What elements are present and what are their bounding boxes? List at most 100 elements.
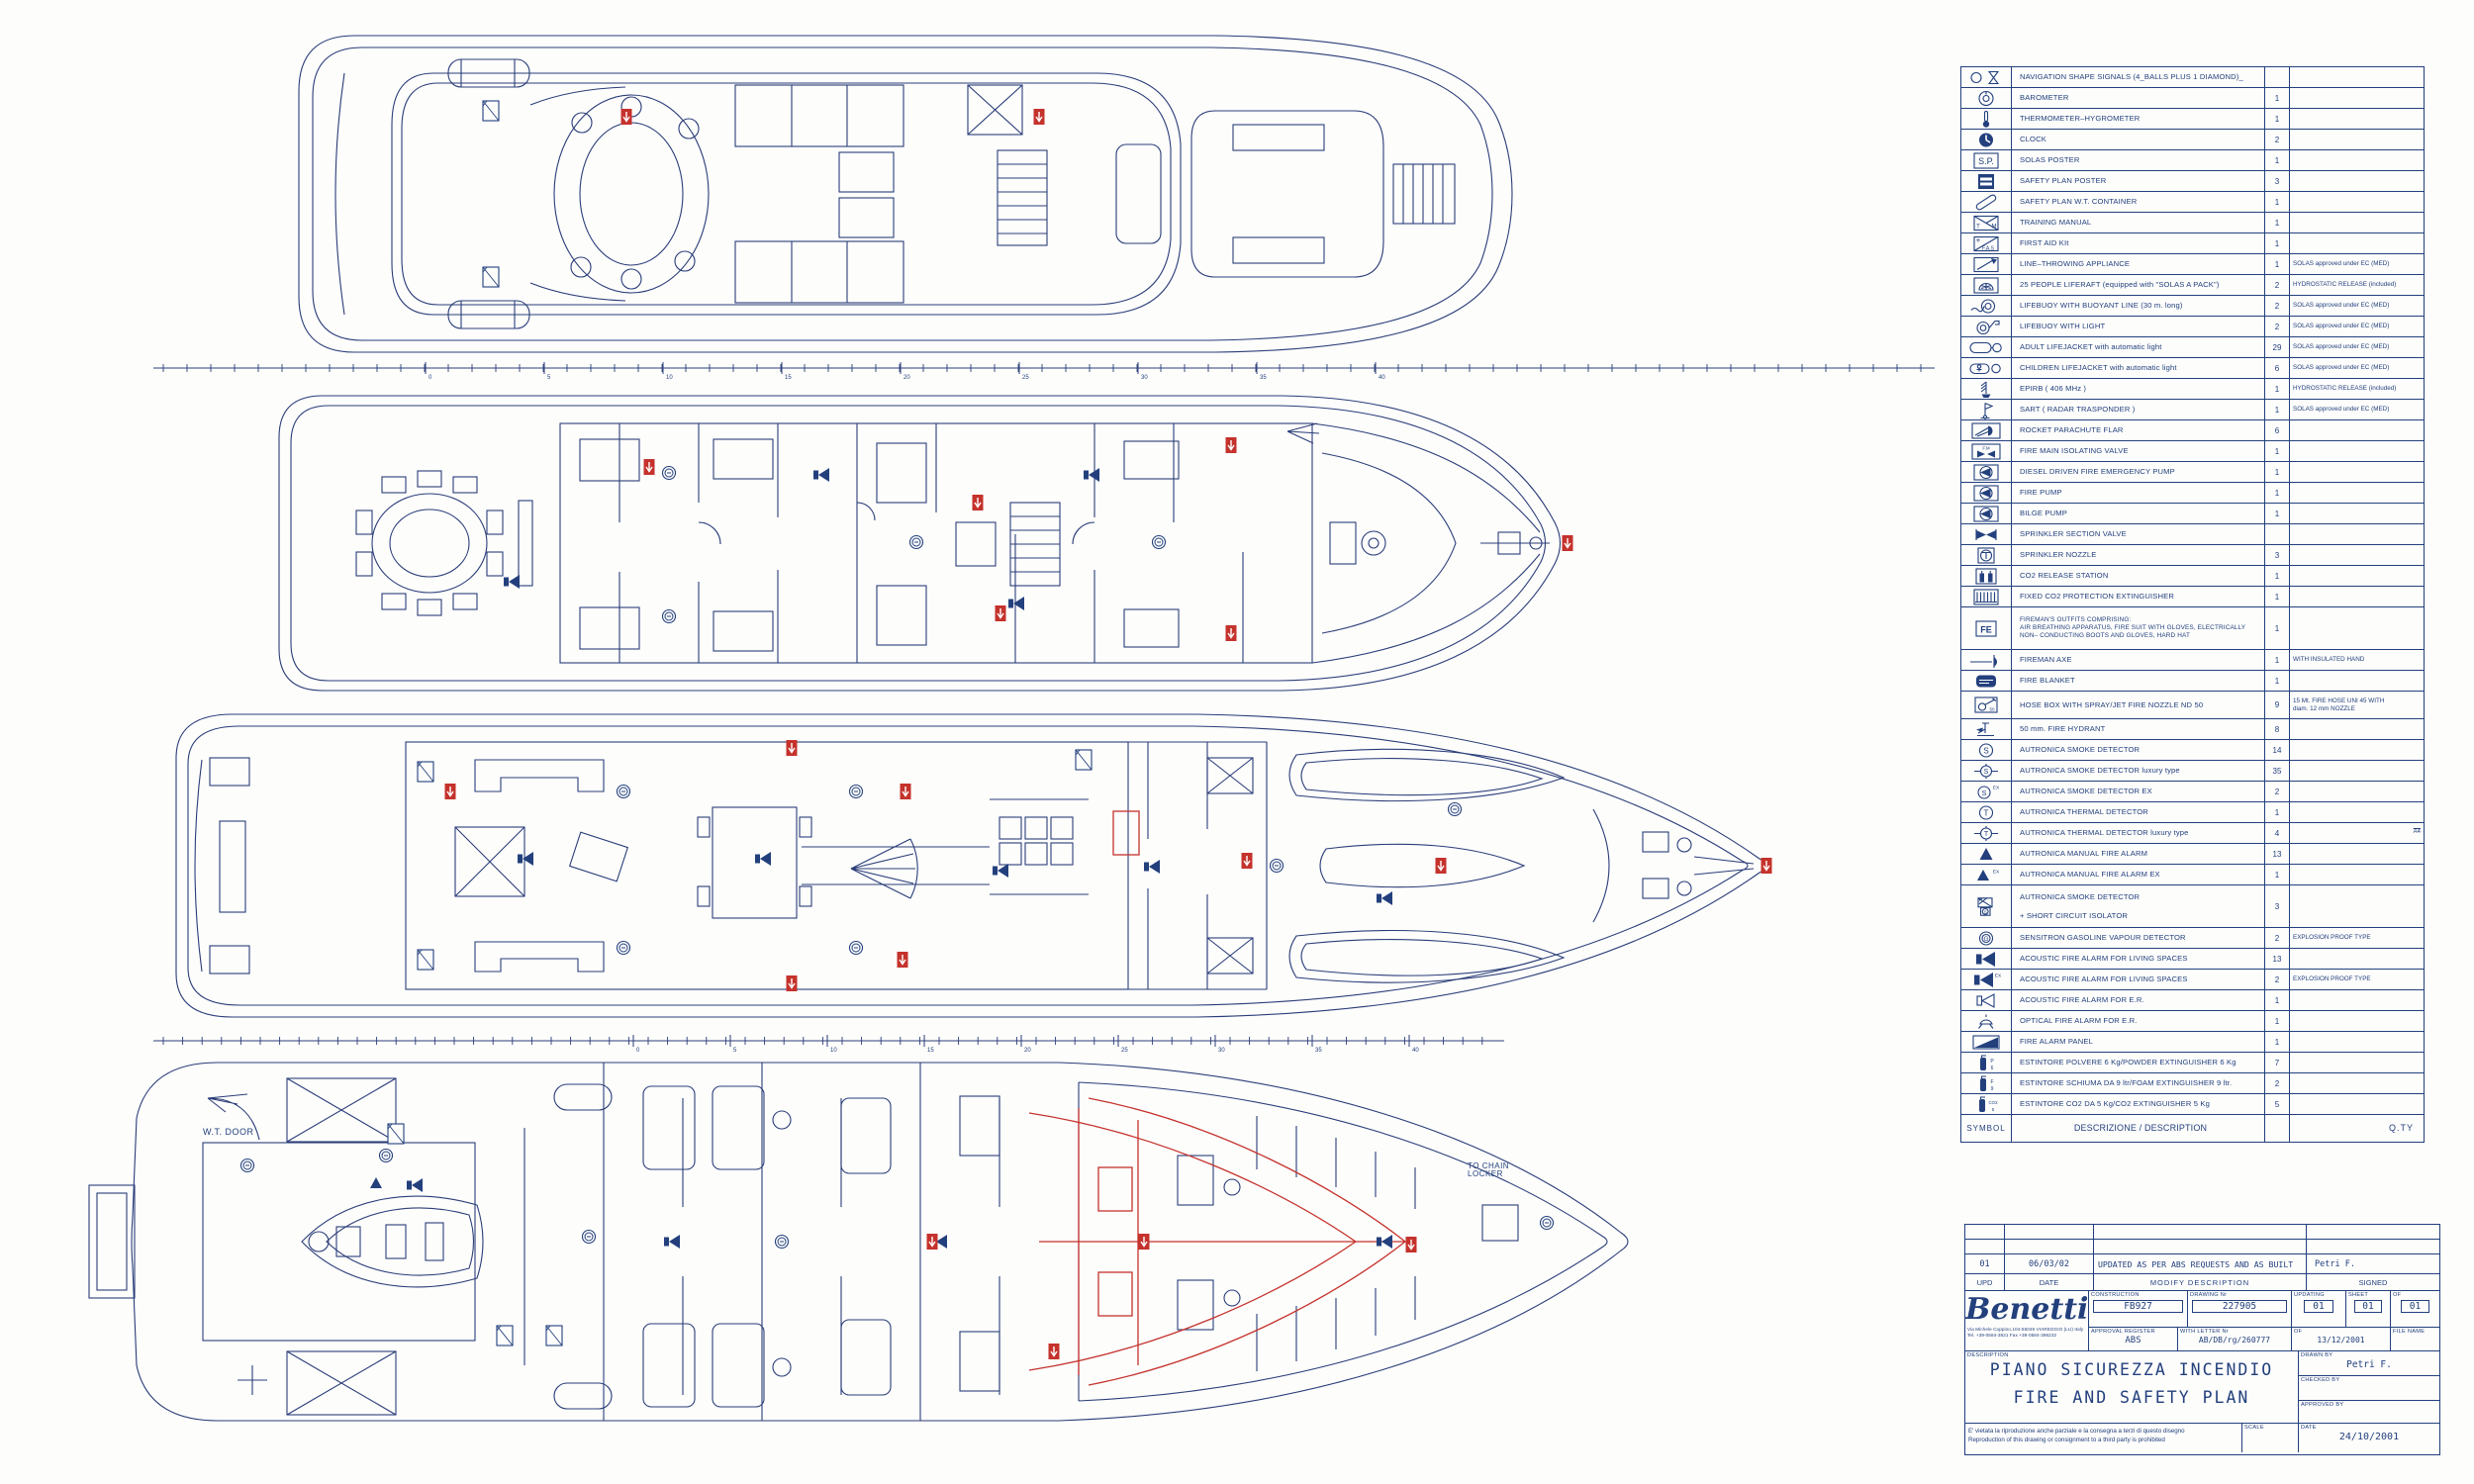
legend-qty: 1 [2265, 1011, 2290, 1031]
legend-description: FIRST AID KIt [2012, 233, 2265, 253]
legend-description: LINE–THROWING APPLIANCE [2012, 254, 2265, 274]
svg-text:15: 15 [927, 1048, 934, 1054]
legend-description: AUTRONICA MANUAL FIRE ALARM [2012, 844, 2265, 864]
sprinkler-nozzle-icon [1961, 545, 2012, 565]
fe-icon: FE [1961, 607, 2012, 649]
svg-text:35: 35 [1315, 1048, 1322, 1054]
updating-label: UPDATING [2294, 1292, 2325, 1298]
file-name-cell: FILE NAME [2391, 1328, 2439, 1351]
svg-text:T: T [1984, 808, 1989, 817]
lifebuoy-light-icon [1961, 317, 2012, 336]
balls-diamond-icon [1961, 67, 2012, 87]
description-cell: DESCRIPTION PIANO SICUREZZA INCENDIO FIR… [1965, 1351, 2299, 1424]
legend-qty: 7 [2265, 1053, 2290, 1072]
legend-qty: 1 [2265, 109, 2290, 129]
legend-note [2290, 545, 2424, 565]
legend-description: SPRINKLER SECTION VALVE [2012, 524, 2265, 544]
horn-outline-icon [1961, 990, 2012, 1010]
drawn-by-cell: DRAWN BY Petri F. [2299, 1351, 2439, 1376]
isolating-valve-icon: F.M [1961, 441, 2012, 461]
legend-qty [2265, 524, 2290, 544]
checked-by-cell: CHECKED BY [2299, 1376, 2439, 1401]
legend-qty: 3 [2265, 545, 2290, 565]
legend-qty: 2 [2265, 296, 2290, 316]
legend-note [2290, 1011, 2424, 1031]
legend-row: 25 PEOPLE LIFERAFT (equipped with "SOLAS… [1961, 275, 2424, 296]
legend-description: LIFEBUOY WITH BUOYANT LINE (30 m. long) [2012, 296, 2265, 316]
legend-qty: 9 [2265, 692, 2290, 718]
pump-icon [1961, 462, 2012, 482]
legend-note [2290, 566, 2424, 586]
letter-nr-label: WITH LETTER Nr [2180, 1329, 2229, 1335]
title-block: 01 06/03/02 UPDATED AS PER ABS REQUESTS … [1964, 1224, 2440, 1455]
svg-text:P: P [1990, 1059, 1994, 1065]
legend-row: CHILDREN LIFEJACKET with automatic light… [1961, 358, 2424, 379]
sp-icon: S.P. [1961, 150, 2012, 170]
legend-note [2290, 671, 2424, 691]
legend-description: FIREMAN'S OUTFITS COMPRISING: AIR BREATH… [2012, 607, 2265, 649]
legend-footer-qty-spacer [2265, 1115, 2290, 1142]
legend-note [2290, 740, 2424, 760]
date-value: 24/10/2001 [2338, 1432, 2400, 1442]
legend-description: BAROMETER [2012, 88, 2265, 108]
legend-note: SOLAS approved under EC (MED) [2293, 343, 2390, 351]
drawing-nr-label: DRAWING Nr [2190, 1292, 2228, 1298]
s-lux-icon: S [1961, 761, 2012, 781]
legend-qty: 1 [2265, 192, 2290, 212]
legend-note [2290, 420, 2424, 440]
rev-date-header: DATE [2005, 1274, 2094, 1291]
svg-text:6: 6 [1991, 1066, 1994, 1071]
legend-qty: 13 [2265, 949, 2290, 969]
main-deck-plan [175, 713, 1773, 1018]
approval-register-value: ABS [2125, 1336, 2141, 1345]
axe-icon [1961, 650, 2012, 670]
note-english: Reproduction of this drawing or consignm… [1968, 1437, 2165, 1444]
rev-blank-cell [1965, 1225, 2005, 1240]
legend-description: ESTINTORE CO2 DA 5 Kg/CO2 EXTINGUISHER 5… [2012, 1094, 2265, 1114]
plan-poster-icon [1961, 171, 2012, 191]
legend-note [2290, 150, 2424, 170]
t-lux-icon: T [1961, 823, 2012, 843]
legend-note [2290, 109, 2424, 129]
note-italian: E' vietata la riproduzione anche parzial… [1968, 1428, 2185, 1435]
horn-icon [1961, 949, 2012, 969]
legend-row: OPTICAL FIRE ALARM FOR E.R.1 [1961, 1011, 2424, 1032]
legend-qty: 1 [2265, 587, 2290, 606]
legend-note [2290, 1073, 2424, 1093]
legend-qty: 8 [2265, 719, 2290, 739]
legend-description: AUTRONICA THERMAL DETECTOR [2012, 802, 2265, 822]
legend-note [2290, 1032, 2424, 1052]
svg-text:30: 30 [1218, 1048, 1225, 1054]
svg-text:S.P.: S.P. [1978, 156, 1994, 166]
legend-note [2290, 990, 2424, 1010]
legend-note [2290, 483, 2424, 503]
svg-text:S: S [1984, 769, 1989, 776]
legend-qty: 1 [2265, 865, 2290, 884]
legend-qty: 14 [2265, 740, 2290, 760]
legend-description: ADULT LIFEJACKET with automatic light [2012, 337, 2265, 357]
file-name-label: FILE NAME [2393, 1329, 2426, 1335]
legend-row: SPRINKLER SECTION VALVE [1961, 524, 2424, 545]
of-value: 01 [2401, 1300, 2429, 1313]
legend-qty: 2 [2265, 317, 2290, 336]
pump-icon [1961, 483, 2012, 503]
svg-text:40: 40 [1412, 1048, 1419, 1054]
legend-description: 25 PEOPLE LIFERAFT (equipped with "SOLAS… [2012, 275, 2265, 295]
legend-description: AUTRONICA THERMAL DETECTOR luxury type [2012, 823, 2265, 843]
legend-note [2290, 130, 2424, 149]
legend-qty: 1 [2265, 671, 2290, 691]
drawn-by-value: Petri F. [2346, 1359, 2392, 1370]
